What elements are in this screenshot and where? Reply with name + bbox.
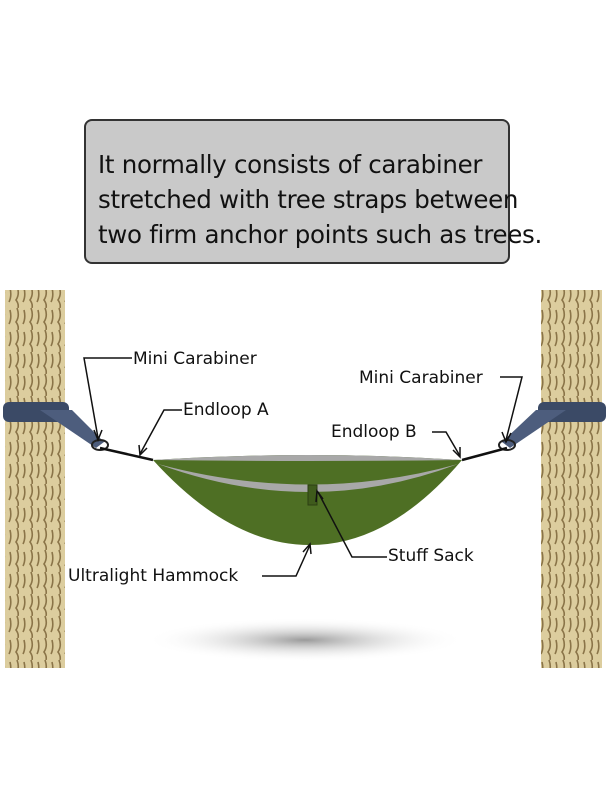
rope-left xyxy=(99,446,154,462)
rope-right xyxy=(461,446,508,462)
mini-carabiner-left-icon xyxy=(91,439,109,451)
tree-strap-right xyxy=(498,402,606,451)
caption-line: stretched with tree straps between xyxy=(98,185,519,214)
caption-box: It normally consists of carabiner stretc… xyxy=(84,119,542,264)
tree-right xyxy=(541,290,602,668)
ground-shadow xyxy=(145,618,465,662)
hammock xyxy=(153,455,462,545)
label-endloop-a: Endloop A xyxy=(183,400,269,420)
label-stuff-sack: Stuff Sack xyxy=(388,546,474,566)
label-ultralight-hammock: Ultralight Hammock xyxy=(68,566,239,586)
leader-lines xyxy=(83,357,523,577)
caption-line: two firm anchor points such as trees. xyxy=(98,220,542,249)
label-endloop-b: Endloop B xyxy=(331,422,417,442)
stuff-sack-icon xyxy=(307,484,318,506)
tree-strap-left xyxy=(3,402,109,451)
caption-line: It normally consists of carabiner xyxy=(98,150,483,179)
label-mini-carabiner-left: Mini Carabiner xyxy=(133,349,257,369)
tree-left xyxy=(5,290,65,668)
label-mini-carabiner-right: Mini Carabiner xyxy=(359,368,483,388)
